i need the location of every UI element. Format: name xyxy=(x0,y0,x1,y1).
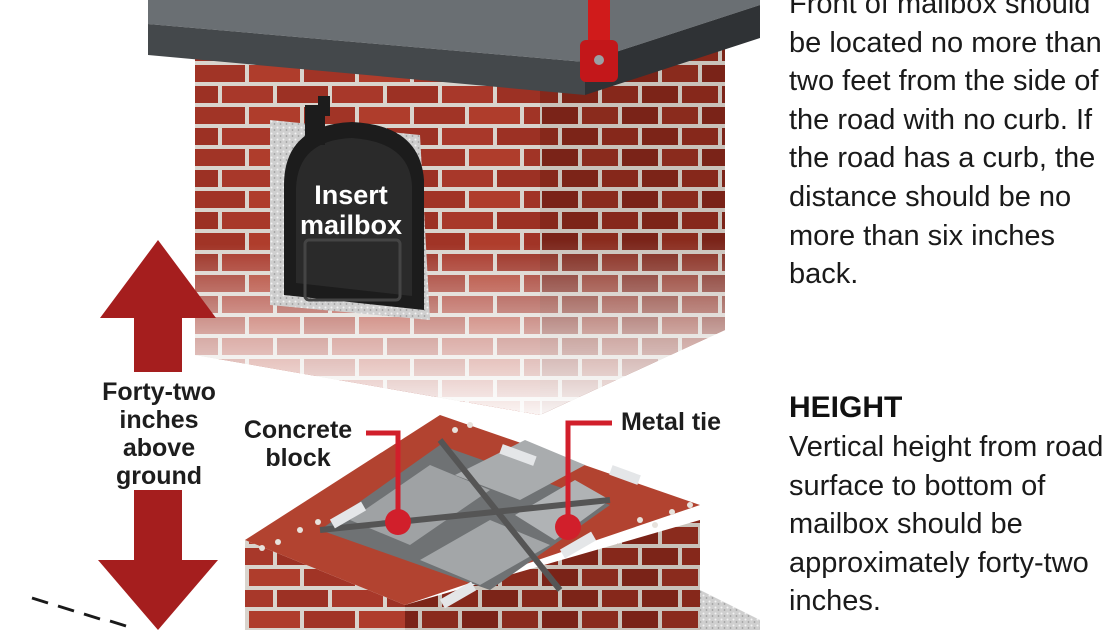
metal-tie-label: Metal tie xyxy=(620,408,722,436)
mailbox-flag xyxy=(580,0,618,82)
insert-mailbox-label: Insert mailbox xyxy=(299,180,403,240)
mailbox-icon xyxy=(284,96,424,310)
concrete-block-label: Concrete block xyxy=(243,416,353,472)
brick-pillar xyxy=(195,25,725,415)
block-course xyxy=(245,415,700,630)
height-label: Forty-two inches above ground xyxy=(102,378,216,490)
height-heading: HEIGHT xyxy=(789,391,903,424)
height-arrow-down xyxy=(98,490,218,630)
road-edge-line xyxy=(31,596,127,628)
metal-tie-marker xyxy=(555,514,581,540)
text-panel xyxy=(760,0,1120,630)
concrete-marker xyxy=(385,509,411,535)
leader-lines xyxy=(366,420,612,525)
height-arrow-up xyxy=(100,240,216,372)
height-text: Vertical height from road surface to bot… xyxy=(789,431,1104,618)
location-text: Front of mailbox should be located no mo… xyxy=(789,0,1102,291)
